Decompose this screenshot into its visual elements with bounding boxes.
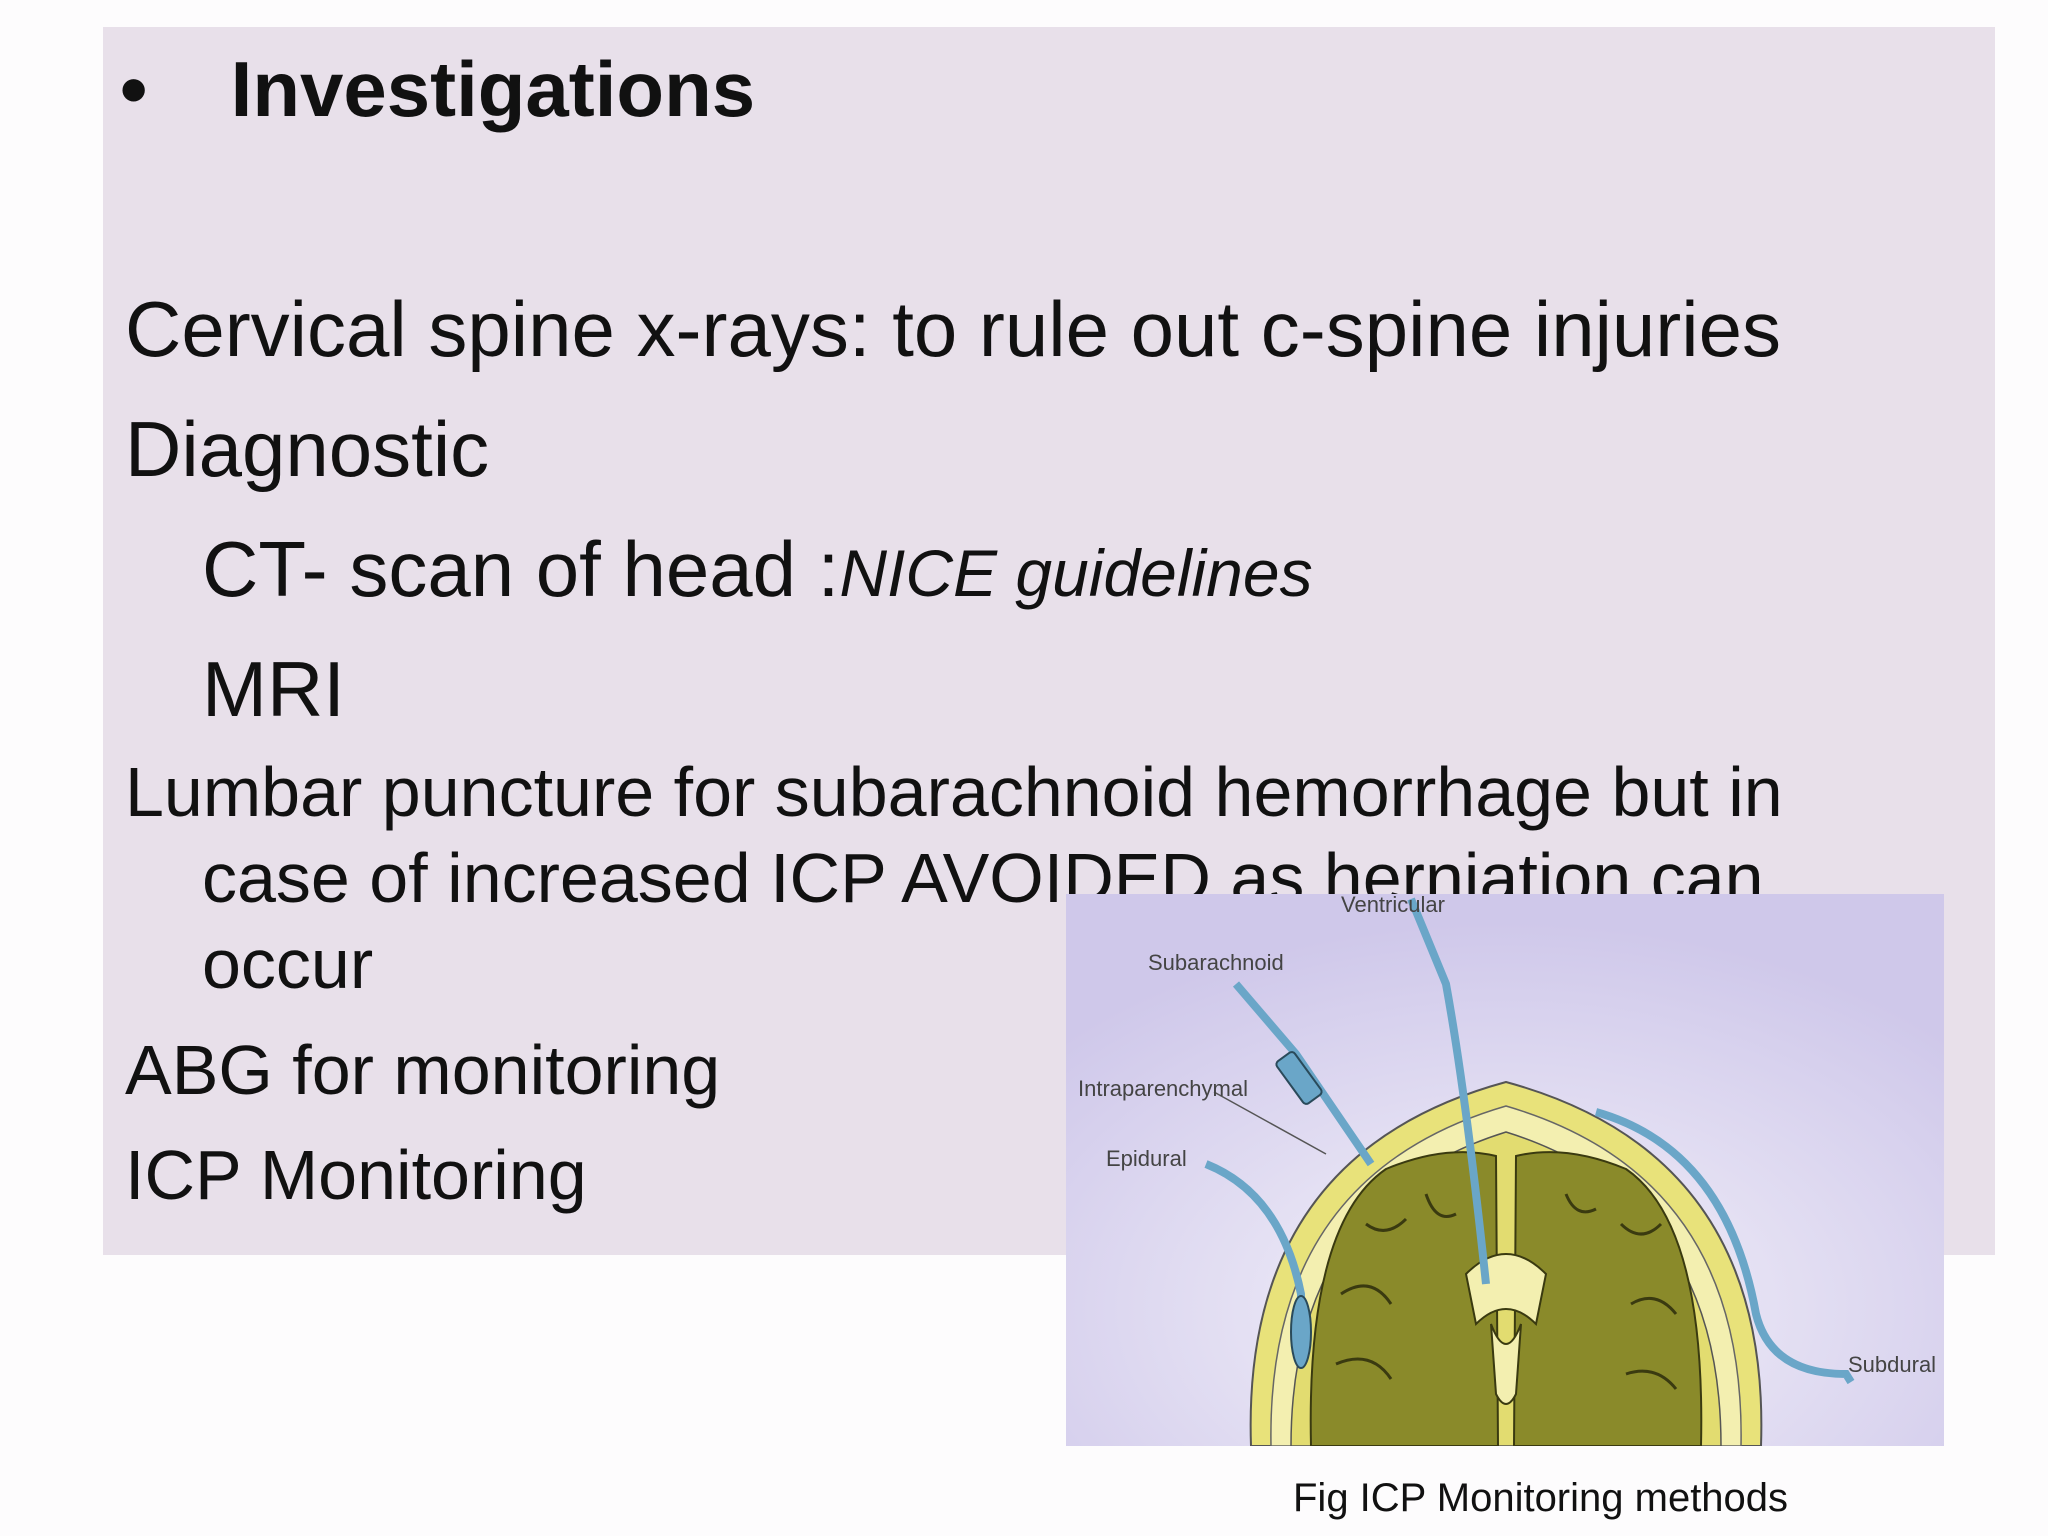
figure-caption: Fig ICP Monitoring methods	[1293, 1476, 1789, 1520]
nice-guidelines-text: NICE guidelines	[839, 536, 1313, 610]
line-lumbar-1: Lumbar puncture for subarachnoid hemorrh…	[125, 753, 1783, 831]
sulci-right	[1564, 1193, 1678, 1390]
epidural-sensor	[1290, 1295, 1312, 1369]
sulci-left	[1335, 1193, 1457, 1380]
label-subarachnoid: Subarachnoid	[1148, 950, 1284, 975]
label-ventricular: Ventricular	[1341, 894, 1445, 917]
epidural-catheter	[1204, 1160, 1305, 1354]
subarachnoid-bolt	[1275, 1051, 1323, 1105]
ct-scan-text: CT- scan of head :	[202, 525, 840, 613]
heading-bullet: •	[120, 45, 148, 133]
label-intraparenchymal: Intraparenchymal	[1078, 1076, 1248, 1101]
heading-text: Investigations	[230, 45, 756, 133]
line-ct-scan: CT- scan of head :NICE guidelines	[202, 530, 1313, 608]
subdural-catheter	[1594, 1108, 1855, 1385]
heading: • Investigations	[120, 50, 755, 128]
line-cervical-spine: Cervical spine x-rays: to rule out c-spi…	[125, 285, 1781, 373]
label-epidural: Epidural	[1106, 1146, 1187, 1171]
line-icp-monitoring: ICP Monitoring	[125, 1136, 587, 1214]
line-mri: MRI	[202, 645, 345, 733]
line-abg: ABG for monitoring	[125, 1031, 721, 1109]
third-ventricle	[1490, 1323, 1522, 1405]
intraparenchymal-pointer	[1213, 1091, 1327, 1155]
line-diagnostic: Diagnostic	[125, 405, 490, 493]
ventricular-catheter	[1407, 897, 1490, 1285]
icp-monitoring-figure: Ventricular Subarachnoid Intraparenchyma…	[1066, 894, 1944, 1446]
label-subdural: Subdural	[1848, 1352, 1936, 1377]
line-lumbar-3: occur	[202, 925, 374, 1003]
brain-diagram: Ventricular Subarachnoid Intraparenchyma…	[1066, 894, 1944, 1446]
